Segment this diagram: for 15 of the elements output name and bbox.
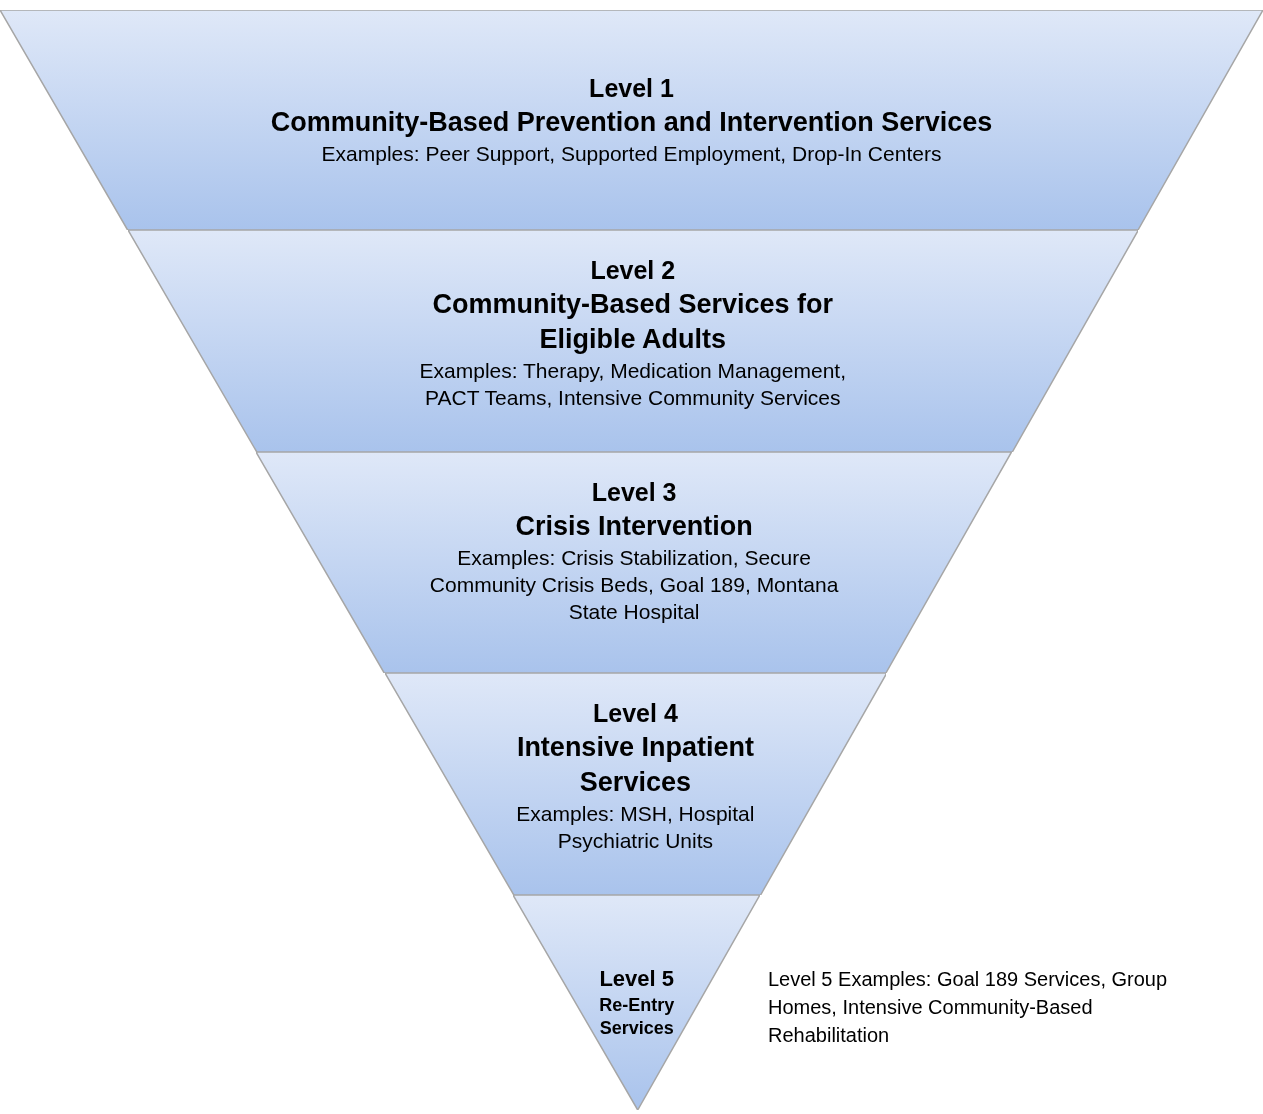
examples-note: Level 5 Examples: Goal 189 Services, Group Homes, Intensive Community-Based Rehabilitation: [768, 967, 1169, 1048]
level-heading: Level 1: [589, 73, 674, 104]
examples-text: Examples: Therapy, Medication Management, PACT Teams, Intensive Community Services: [418, 357, 847, 411]
band-title: Crisis Intervention: [515, 509, 753, 543]
level-heading: Level 4: [593, 698, 678, 729]
examples-text: Examples: Peer Support, Supported Employment, Drop-In Centers: [321, 140, 942, 167]
band-title: Community-Based Prevention and Intervention Services: [270, 105, 993, 139]
band-title: Community-Based Services for Eligible Adults: [431, 287, 835, 356]
level-heading: Level 5: [599, 965, 674, 993]
examples-text: Examples: MSH, Hospital Psychiatric Units: [515, 800, 756, 854]
band-title: Intensive Inpatient Services: [515, 730, 755, 799]
band-title: Re-Entry Services: [598, 993, 676, 1040]
examples-text: Examples: Crisis Stabilization, Secure Community Crisis Beds, Goal 189, Montana State Hospital: [428, 544, 840, 626]
level-heading: Level 2: [590, 255, 676, 286]
level-heading: Level 3: [591, 477, 677, 508]
